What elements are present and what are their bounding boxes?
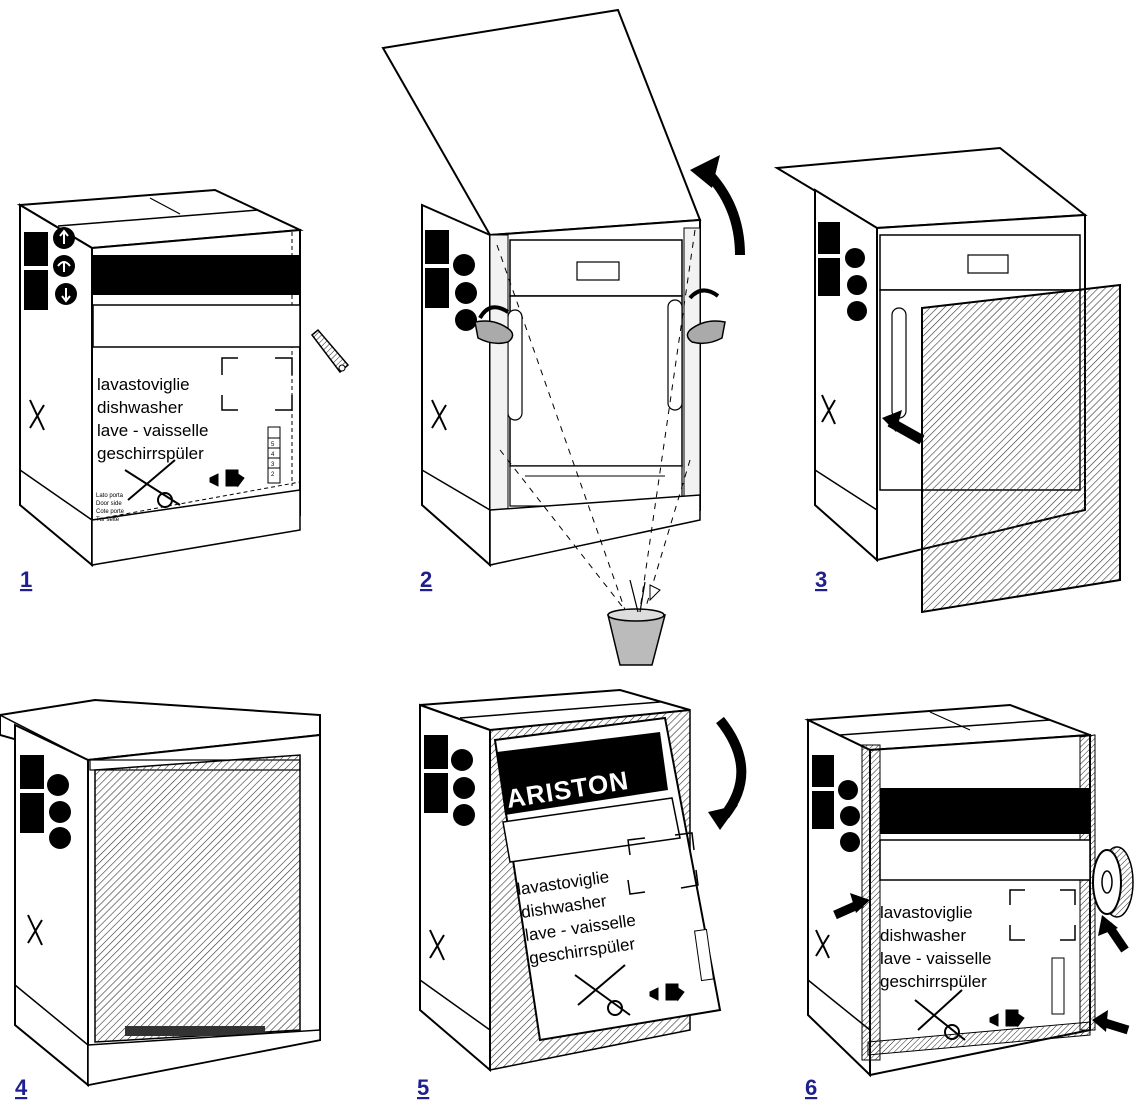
panel-5: ARISTON lavastoviglie dishwasher lave - … bbox=[419, 688, 747, 1073]
waste-bin-icon bbox=[607, 579, 666, 666]
door-side-1: Lato porta bbox=[96, 493, 124, 499]
door-side-3: Cote porte bbox=[96, 509, 125, 515]
box-label-fr: lave - vaisselle bbox=[97, 421, 209, 440]
box-label-de-6: geschirrspüler bbox=[880, 972, 987, 991]
step-number-2: 2 bbox=[420, 567, 432, 592]
panel-4 bbox=[0, 698, 321, 1088]
panel-3 bbox=[773, 146, 1121, 614]
box-label-it: lavastoviglie bbox=[97, 375, 190, 394]
tape-roll-icon bbox=[1092, 846, 1134, 918]
panel-1: lavastoviglie dishwasher lave - vaissell… bbox=[16, 188, 350, 568]
scissors-icon bbox=[574, 964, 631, 1016]
box-label-fr-6: lave - vaisselle bbox=[880, 949, 992, 968]
step-number-3: 3 bbox=[815, 567, 827, 592]
box-label-it-6: lavastoviglie bbox=[880, 903, 973, 922]
scissors-icon bbox=[914, 989, 966, 1041]
panel-2 bbox=[381, 8, 745, 666]
hand-icon bbox=[686, 288, 726, 345]
step-number-1: 1 bbox=[20, 567, 32, 592]
step-number-5: 5 bbox=[417, 1075, 429, 1100]
box-label-en-6: dishwasher bbox=[880, 926, 966, 945]
hand-icon bbox=[474, 305, 514, 345]
door-side-2: Door side bbox=[96, 501, 122, 507]
stack-4: 4 bbox=[271, 452, 275, 458]
stack-5: 5 bbox=[271, 442, 275, 448]
panel-6: lavastoviglie dishwasher lave - vaissell… bbox=[804, 703, 1134, 1078]
step-number-6: 6 bbox=[805, 1075, 817, 1100]
scissors-icon bbox=[124, 459, 181, 508]
cutter-knife-icon bbox=[310, 328, 350, 374]
stack-3: 3 bbox=[271, 462, 275, 468]
box-label-de: geschirrspüler bbox=[97, 444, 204, 463]
step-number-4: 4 bbox=[15, 1075, 28, 1100]
stack-2: 2 bbox=[271, 472, 275, 478]
door-side-4: Tur seite bbox=[96, 517, 120, 523]
box-label-en: dishwasher bbox=[97, 398, 183, 417]
